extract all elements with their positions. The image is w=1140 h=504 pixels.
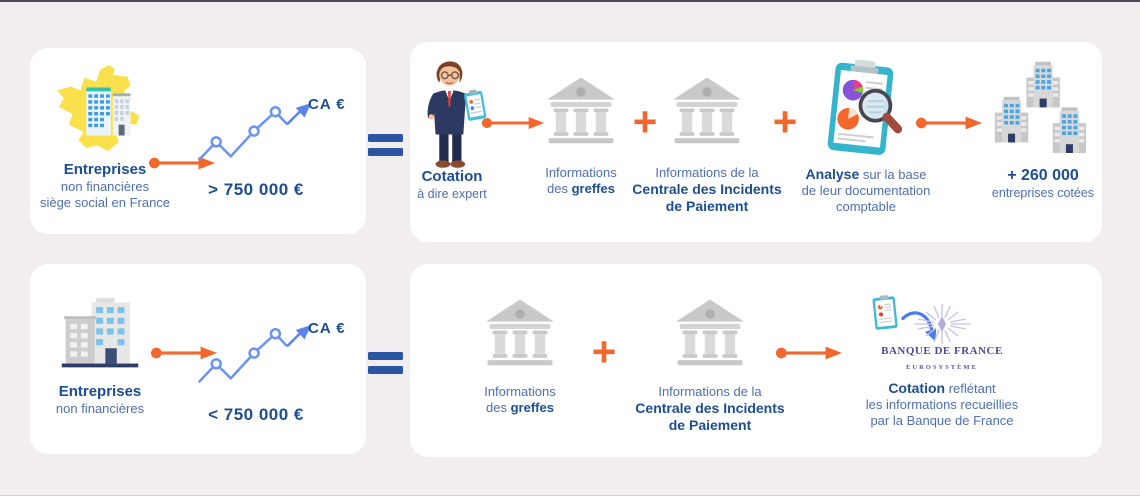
card-collected-rating: Informations des greffes + Informations … bbox=[410, 264, 1102, 457]
segment-line2: non financières bbox=[60, 179, 150, 194]
bank-icon bbox=[486, 299, 554, 366]
bank-icon bbox=[547, 77, 615, 144]
expert-icon bbox=[427, 61, 487, 168]
bank-icon bbox=[673, 77, 741, 144]
rated-count: + 260 000 bbox=[1007, 167, 1079, 184]
equals-icon bbox=[368, 352, 403, 374]
cip-line1: Informations de la bbox=[655, 165, 759, 180]
card-large-companies: CA € > 750 000 € Entreprises non financi… bbox=[30, 48, 366, 234]
segment-label: Entreprises non financières bbox=[30, 382, 170, 417]
document-icon bbox=[872, 295, 898, 330]
segment-label: Entreprises non financières siège social… bbox=[30, 160, 180, 211]
buildings-icon bbox=[61, 297, 139, 368]
segment-title: Entreprises bbox=[58, 383, 142, 400]
orange-arrow-icon bbox=[775, 346, 843, 360]
card-expert-rating: Cotation à dire expert Informations des … bbox=[410, 42, 1102, 242]
growth-chart-icon bbox=[197, 324, 313, 384]
clipboard-analysis-icon bbox=[827, 59, 903, 155]
equals-bar-top bbox=[368, 352, 403, 360]
equals-bar-top bbox=[368, 134, 403, 142]
starburst-icon bbox=[914, 304, 970, 344]
equals-icon bbox=[368, 134, 403, 156]
cotation-result-label: Cotation reflétant les informations recu… bbox=[827, 380, 1057, 429]
expert-label: Cotation à dire expert bbox=[410, 167, 494, 202]
cip-line3: de Paiement bbox=[665, 198, 749, 214]
rated-count-label: + 260 000 entreprises cotées bbox=[973, 166, 1113, 201]
cip-line1: Informations de la bbox=[658, 384, 762, 399]
banque-de-france-logo: BANQUE DE FRANCE bbox=[881, 345, 1003, 357]
bank-icon bbox=[676, 299, 744, 366]
revenue-label: CA € bbox=[308, 96, 346, 113]
analyse-line2: de leur documentation bbox=[801, 183, 931, 198]
revenue-threshold: > 750 000 € bbox=[208, 180, 304, 199]
expert-subtitle: à dire expert bbox=[417, 187, 487, 201]
cotation-line1: Cotation reflétant bbox=[888, 380, 996, 396]
rated-count-caption: entreprises cotées bbox=[991, 186, 1095, 200]
plus-icon: + bbox=[772, 98, 798, 145]
segment-title: Entreprises bbox=[63, 161, 147, 178]
orange-arrow-icon bbox=[481, 117, 545, 129]
plus-icon: + bbox=[632, 98, 658, 145]
cip-line3: de Paiement bbox=[668, 417, 752, 433]
cotation-line3: par la Banque de France bbox=[870, 413, 1014, 428]
greffes-line2: des greffes bbox=[486, 400, 554, 415]
equals-bar-bottom bbox=[368, 148, 403, 156]
curved-arrow-icon bbox=[901, 311, 937, 342]
greffes-line1: Informations bbox=[484, 384, 556, 399]
cotation-line2: les informations recueillies bbox=[865, 397, 1019, 412]
expert-title: Cotation bbox=[421, 168, 483, 185]
card-small-companies: CA € < 750 000 € Entreprises non financi… bbox=[30, 264, 366, 454]
eurosysteme-label: EUROSYSTÈME bbox=[906, 364, 978, 371]
plus-icon: + bbox=[591, 328, 617, 375]
segment-line3: siège social en France bbox=[39, 195, 171, 210]
cip-label: Informations de la Centrale des Incident… bbox=[607, 165, 807, 215]
equals-bar-bottom bbox=[368, 366, 403, 374]
france-map-icon bbox=[56, 64, 140, 152]
analyse-line1: Analyse sur la base bbox=[805, 166, 927, 182]
greffes-line1: Informations bbox=[545, 165, 617, 180]
greffes-label: Informations des greffes bbox=[440, 384, 600, 416]
analyse-label: Analyse sur la base de leur documentatio… bbox=[776, 166, 956, 215]
analyse-line3: comptable bbox=[836, 199, 896, 214]
greffes-line2: des greffes bbox=[547, 181, 615, 196]
revenue-threshold: < 750 000 € bbox=[208, 405, 304, 424]
orange-arrow-icon bbox=[915, 116, 983, 130]
revenue-label: CA € bbox=[308, 320, 346, 337]
greffes-label: Informations des greffes bbox=[501, 165, 661, 197]
buildings-cluster-icon bbox=[994, 61, 1087, 153]
segment-line2: non financières bbox=[55, 401, 145, 416]
cip-label: Informations de la Centrale des Incident… bbox=[610, 384, 810, 434]
cip-line2: Centrale des Incidents bbox=[635, 400, 785, 416]
cip-line2: Centrale des Incidents bbox=[632, 181, 782, 197]
growth-chart-icon bbox=[197, 102, 313, 162]
